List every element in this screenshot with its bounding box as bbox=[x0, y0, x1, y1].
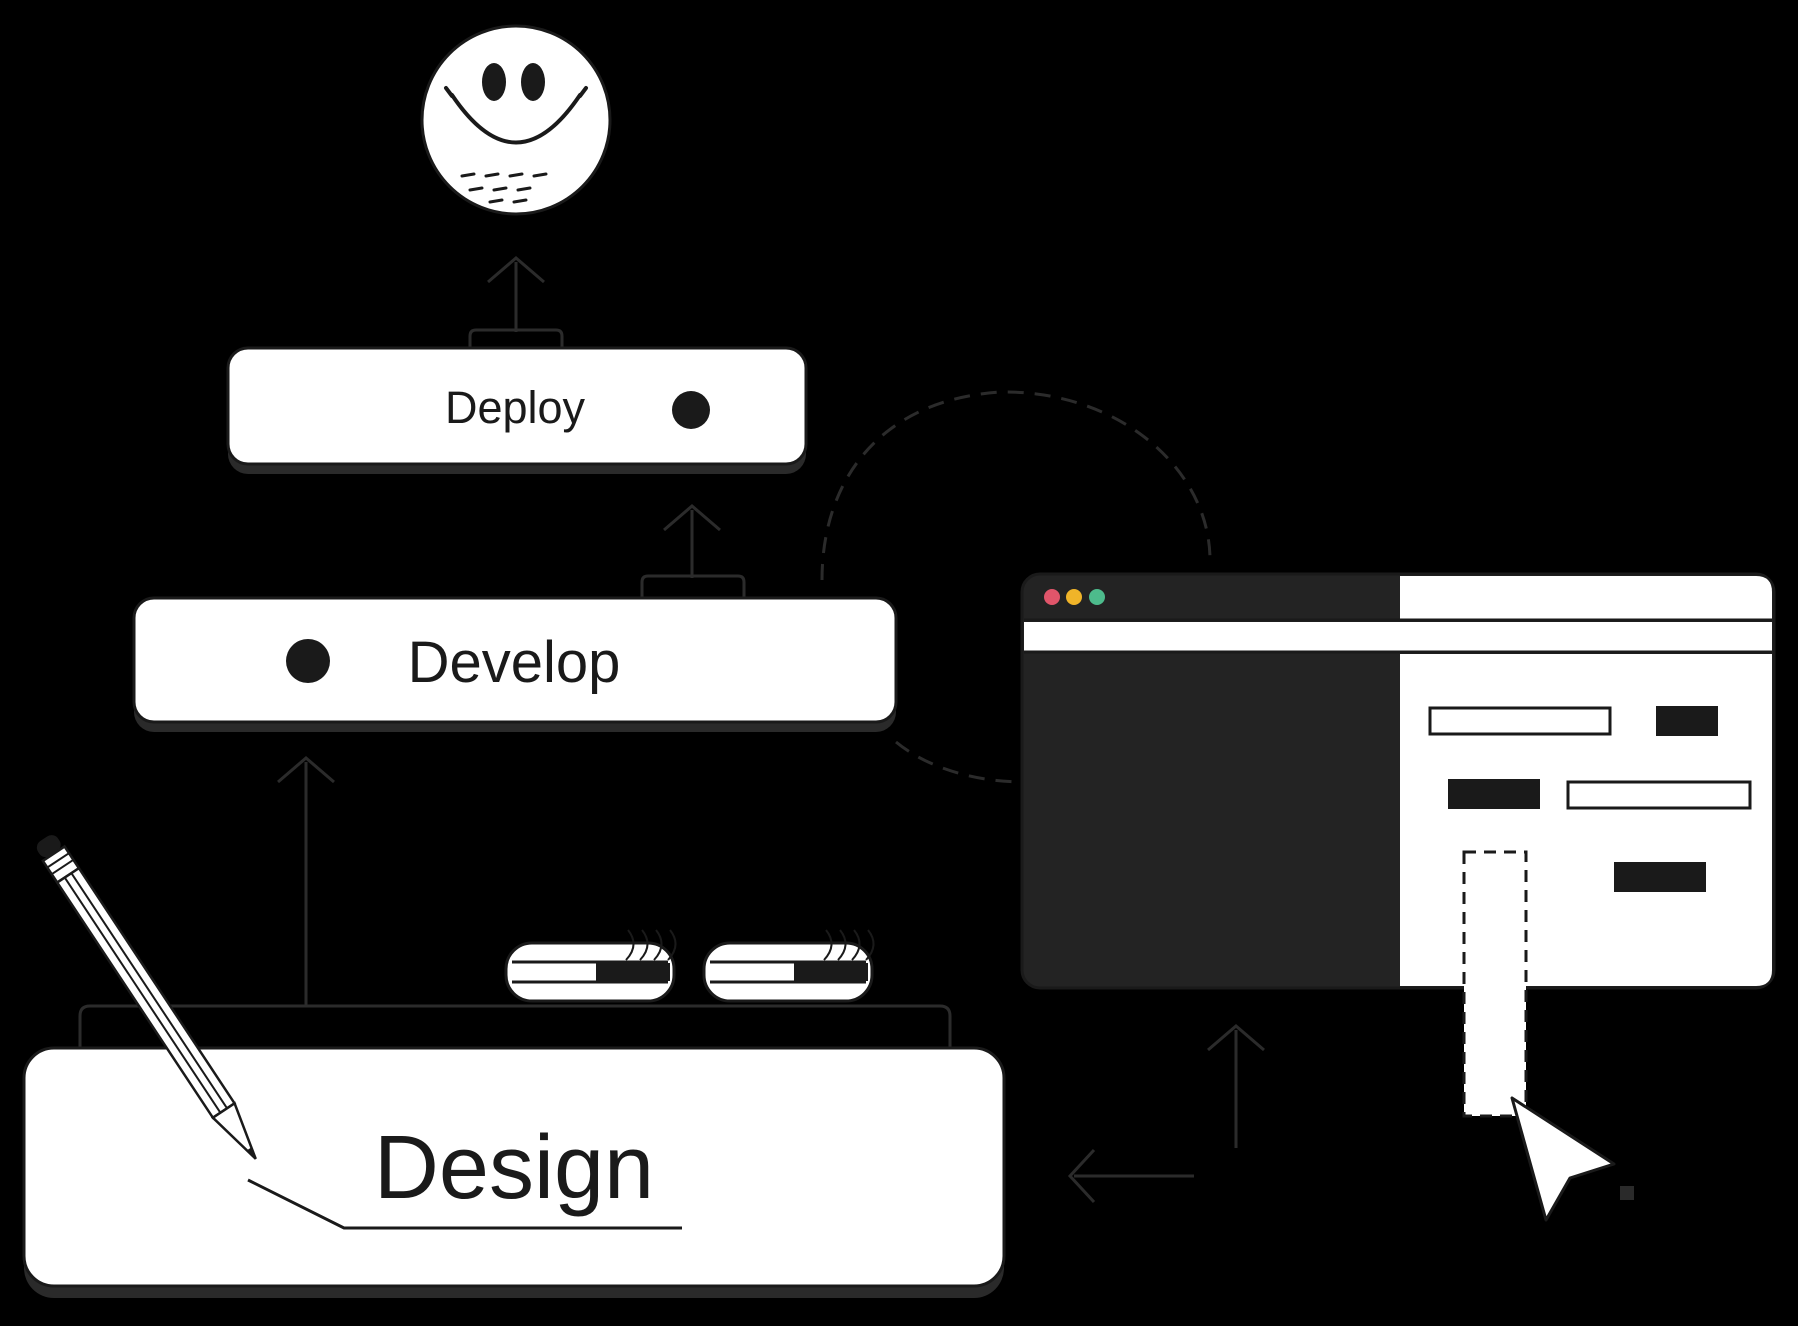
battery-pill-icon bbox=[504, 929, 677, 1003]
cursor-icon bbox=[1510, 1096, 1634, 1222]
smiley-face-icon bbox=[420, 24, 612, 216]
form-button bbox=[1656, 706, 1718, 736]
deploy-status-dot bbox=[672, 391, 710, 429]
arrow-up-icon bbox=[1207, 1024, 1265, 1148]
pencil-icon bbox=[36, 835, 257, 1160]
window-minimize-icon bbox=[1066, 589, 1082, 605]
drag-selection-box bbox=[1462, 850, 1528, 1118]
arrow-up-icon bbox=[640, 504, 746, 598]
form-input-field bbox=[1428, 706, 1612, 736]
arrow-up-icon bbox=[468, 256, 564, 350]
develop-label: Develop bbox=[408, 630, 621, 695]
design-card: Design bbox=[22, 1046, 1006, 1298]
develop-card: Develop bbox=[132, 596, 898, 732]
pencil-stroke-line bbox=[247, 1178, 682, 1230]
develop-status-dot bbox=[286, 639, 330, 683]
form-button bbox=[1448, 779, 1540, 809]
arrow-left-icon bbox=[1067, 1148, 1194, 1204]
design-label: Design bbox=[374, 1118, 654, 1218]
form-button bbox=[1614, 862, 1706, 892]
window-close-icon bbox=[1044, 589, 1060, 605]
browser-window bbox=[1020, 572, 1776, 1118]
deploy-card: Deploy bbox=[226, 346, 808, 474]
battery-pill-icon bbox=[702, 929, 875, 1003]
form-input-field bbox=[1566, 780, 1752, 810]
deploy-label: Deploy bbox=[445, 382, 586, 433]
dashed-connector-arc bbox=[820, 390, 1212, 581]
dashed-connector-lower bbox=[895, 740, 1025, 784]
arrow-up-icon bbox=[78, 756, 952, 1050]
window-maximize-icon bbox=[1089, 589, 1105, 605]
